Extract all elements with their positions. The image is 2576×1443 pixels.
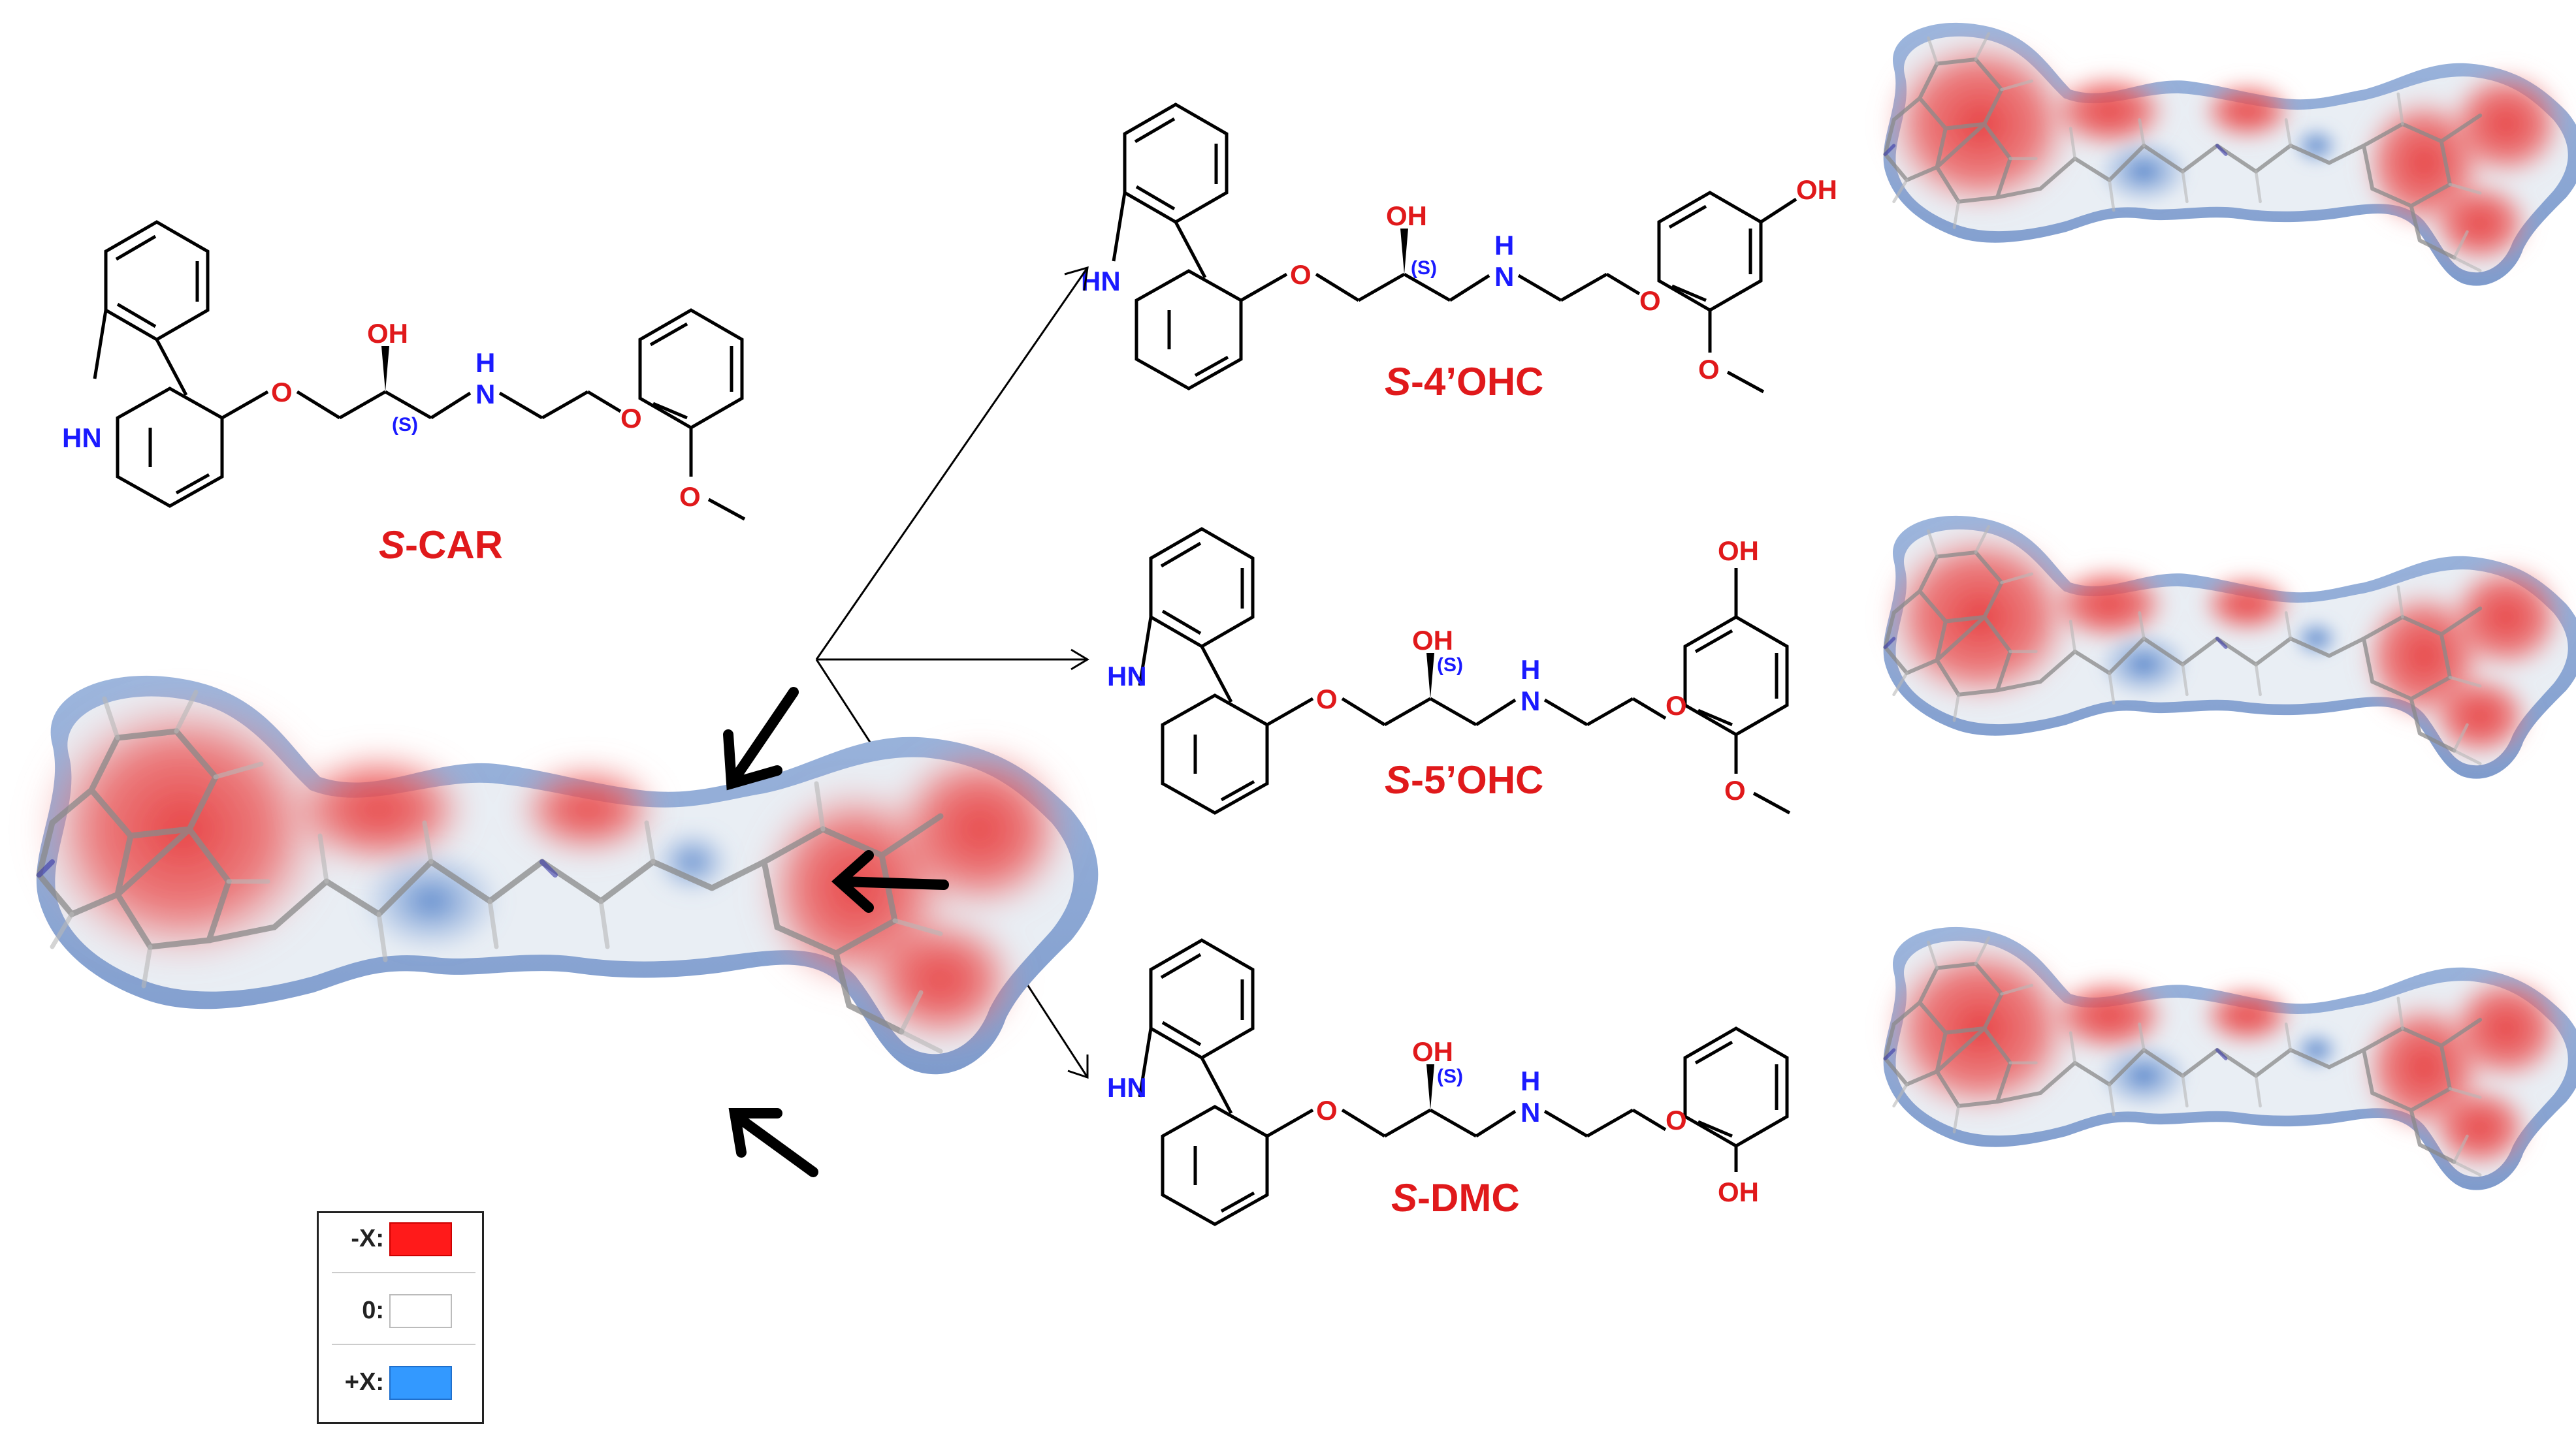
legend-label-positive: +X: (344, 1369, 384, 1396)
atom-o-aryl: O (620, 403, 642, 434)
label-s-dmc: S-DMC (1391, 1176, 1520, 1220)
atom-h: H (1521, 654, 1540, 685)
atom-oh-meta: OH (1718, 535, 1759, 566)
legend-swatch-negative (389, 1222, 452, 1256)
label-s-car: S-CAR (379, 523, 503, 567)
stereo-s: (S) (1437, 1066, 1463, 1087)
structure-s-4ohc: HN O OH (S) H N O OH O (1081, 104, 1837, 394)
atom-hn: HN (1107, 661, 1147, 691)
atom-oh: OH (1412, 1036, 1453, 1067)
label-s-5ohc: S-5’OHC (1385, 758, 1543, 802)
structure-s-5ohc: HN O OH (S) H N O OH O (1107, 529, 1791, 813)
atom-o-aryl: O (1666, 690, 1687, 721)
atom-o-ether: O (1316, 684, 1338, 714)
atom-o-ether: O (1290, 259, 1312, 290)
legend-label-negative: -X: (351, 1225, 384, 1252)
legend-label-neutral: 0: (362, 1297, 384, 1324)
structure-s-dmc: HN O OH (S) H N O OH (1107, 940, 1787, 1224)
atom-hn: HN (62, 422, 102, 453)
legend: -X: 0: +X: (317, 1211, 484, 1424)
atom-n: N (1521, 686, 1540, 716)
esp-surface-s-car (33, 676, 1098, 1074)
legend-row-negative: -X: (319, 1213, 482, 1265)
atom-o-ether: O (1316, 1095, 1338, 1126)
atom-n: N (1521, 1097, 1540, 1128)
atom-o-aryl: O (1639, 285, 1661, 316)
atom-n: N (475, 379, 495, 409)
label-s-4ohc: S-4’OHC (1385, 360, 1543, 404)
highlight-arrows (723, 687, 949, 1177)
legend-row-positive: +X: (319, 1357, 482, 1409)
atom-o-methoxy: O (679, 481, 701, 512)
esp-surface-s-5ohc (1881, 516, 2576, 779)
esp-surface-s-4ohc (1881, 23, 2576, 286)
atom-oh: OH (1386, 200, 1427, 231)
atom-o-aryl: O (1666, 1105, 1687, 1135)
atom-o-ether: O (271, 377, 293, 407)
structure-s-car: HN O OH (S) H N O O (62, 222, 746, 521)
atom-o-methoxy: O (1724, 775, 1746, 806)
legend-swatch-positive (389, 1366, 452, 1400)
stereo-s: (S) (1437, 654, 1463, 676)
atom-h: H (1494, 230, 1514, 261)
atom-n: N (1494, 261, 1514, 292)
atom-hn: HN (1107, 1072, 1147, 1103)
stereo-s: (S) (1411, 257, 1437, 279)
esp-surface-s-dmc (1881, 927, 2576, 1190)
stereo-s: (S) (392, 414, 418, 436)
atom-oh-para: OH (1796, 174, 1837, 205)
atom-oh: OH (367, 318, 408, 349)
legend-row-neutral: 0: (319, 1285, 482, 1337)
atom-h: H (475, 347, 495, 378)
atom-o-methoxy: O (1698, 354, 1720, 385)
atom-h: H (1521, 1066, 1540, 1096)
atom-oh: OH (1412, 625, 1453, 656)
atom-oh-ortho: OH (1718, 1177, 1759, 1207)
legend-swatch-neutral (389, 1294, 452, 1328)
